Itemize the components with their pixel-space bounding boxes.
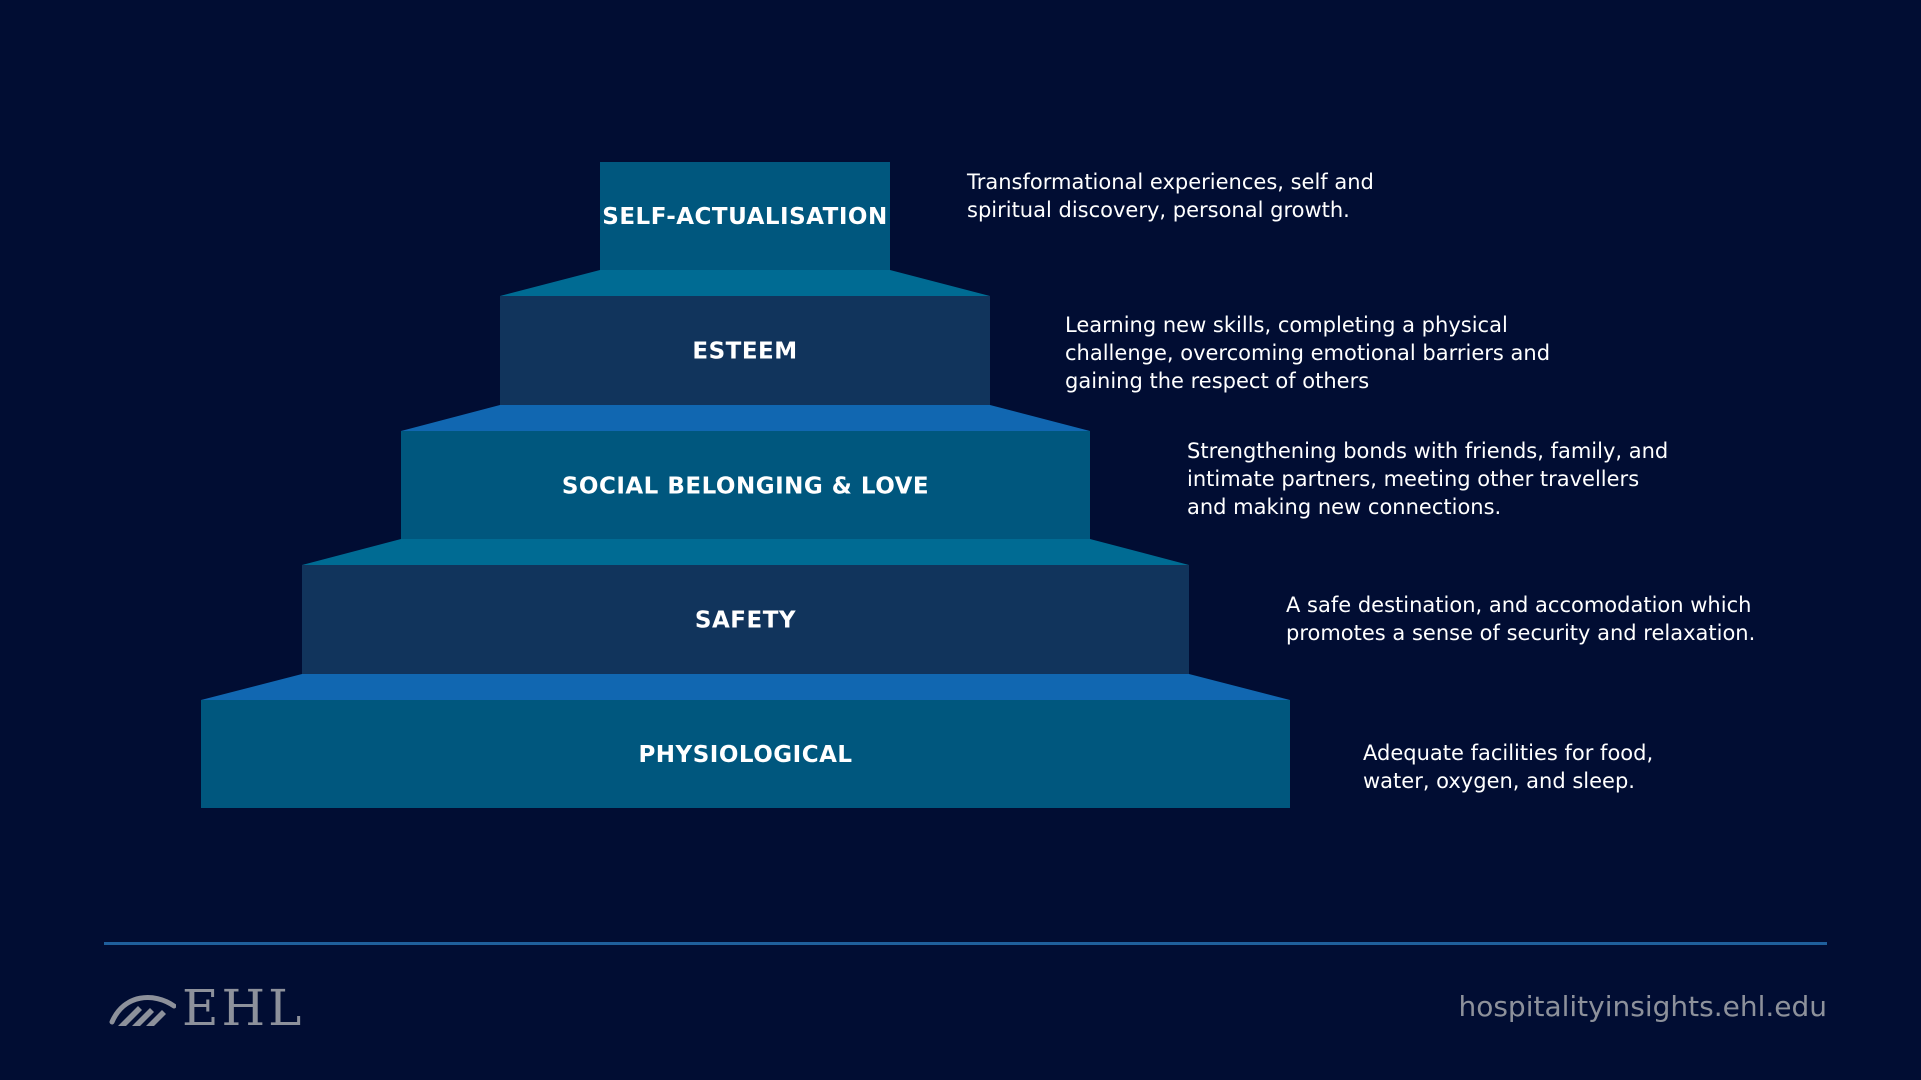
- self-actualisation-description: Transformational experiences, self and s…: [967, 170, 1374, 222]
- step-bevel-social-belonging: [401, 405, 1090, 431]
- step-label-esteem: ESTEEM: [692, 339, 797, 365]
- ehl-logo: EHL: [108, 979, 305, 1037]
- step-label-social-belonging: SOCIAL BELONGING & LOVE: [562, 474, 929, 500]
- step-bevel-safety: [302, 539, 1189, 565]
- social-belonging-description: Strengthening bonds with friends, family…: [1187, 439, 1669, 519]
- step-face-esteem: [500, 296, 990, 405]
- esteem-description: Learning new skills, completing a physic…: [1065, 313, 1551, 393]
- ehl-logo-text: EHL: [182, 979, 305, 1037]
- footer-divider: [104, 942, 1827, 945]
- step-label-physiological: PHYSIOLOGICAL: [638, 742, 852, 768]
- pyramid-level-physiological: PHYSIOLOGICAL: [201, 674, 1290, 808]
- step-bevel-physiological: [201, 674, 1290, 700]
- physiological-description: Adequate facilities for food, water, oxy…: [1363, 741, 1654, 793]
- step-face-safety: [302, 565, 1189, 674]
- step-face-physiological: [201, 700, 1290, 808]
- step-face-self-actualisation: [600, 162, 890, 270]
- pyramid-level-esteem: ESTEEM: [500, 270, 990, 405]
- safety-description: A safe destination, and accomodation whi…: [1286, 593, 1756, 645]
- pyramid-level-self-actualisation: SELF-ACTUALISATION: [600, 162, 890, 270]
- step-face-social-belonging: [401, 431, 1090, 540]
- step-bevel-esteem: [500, 270, 990, 296]
- step-label-safety: SAFETY: [695, 608, 796, 634]
- step-label-self-actualisation: SELF-ACTUALISATION: [602, 204, 887, 230]
- pyramid-level-safety: SAFETY: [302, 539, 1189, 674]
- ehl-logo-mark-icon: [109, 995, 176, 1026]
- site-url[interactable]: hospitalityinsights.ehl.edu: [1458, 990, 1827, 1023]
- pyramid-level-social-belonging: SOCIAL BELONGING & LOVE: [401, 405, 1090, 540]
